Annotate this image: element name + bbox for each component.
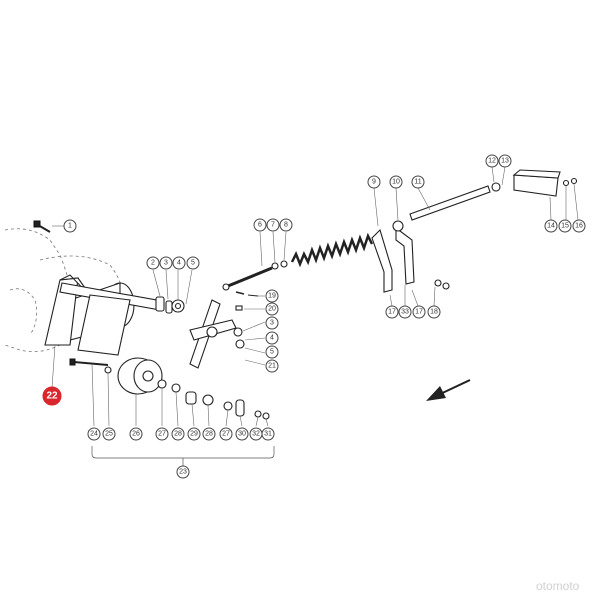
svg-text:6: 6 — [258, 222, 262, 229]
svg-text:23: 23 — [179, 469, 187, 476]
svg-text:21: 21 — [268, 363, 276, 370]
mounting-bracket — [371, 220, 419, 307]
svg-text:29: 29 — [190, 431, 198, 438]
watermark-text: otomoto — [536, 579, 580, 593]
callout-4b: 4 — [265, 331, 279, 345]
svg-text:30: 30 — [238, 431, 246, 438]
callout-4: 4 — [172, 256, 186, 270]
callout-13: 13 — [498, 154, 512, 168]
svg-text:5: 5 — [270, 349, 274, 356]
svg-text:16: 16 — [575, 223, 583, 230]
callout-28: 28 — [171, 427, 185, 441]
svg-text:27: 27 — [222, 431, 230, 438]
callout-16: 16 — [572, 219, 586, 233]
callout-20: 20 — [265, 302, 279, 316]
callout-32: 32 — [249, 427, 263, 441]
callout-28b: 28 — [202, 427, 216, 441]
svg-text:24: 24 — [90, 431, 98, 438]
svg-text:28: 28 — [205, 431, 213, 438]
callout-10: 10 — [389, 175, 403, 189]
lever-arm — [189, 299, 266, 369]
svg-text:5: 5 — [191, 260, 195, 267]
callout-12: 12 — [485, 154, 499, 168]
svg-text:32: 32 — [252, 431, 260, 438]
callout-29: 29 — [187, 427, 201, 441]
svg-text:4: 4 — [177, 260, 181, 267]
callout-17: 17 — [385, 305, 399, 319]
callout-3: 3 — [159, 256, 173, 270]
callout-7: 7 — [266, 218, 280, 232]
small-fasteners — [235, 279, 450, 311]
callout-label: 1 — [68, 223, 72, 230]
callout-22-highlighted: 22 — [42, 386, 62, 406]
svg-text:15: 15 — [561, 223, 569, 230]
callout-19: 19 — [265, 289, 279, 303]
svg-text:25: 25 — [105, 431, 113, 438]
svg-text:17: 17 — [388, 309, 396, 316]
callout-27: 27 — [155, 427, 169, 441]
bushing-group — [152, 269, 193, 314]
svg-text:9: 9 — [372, 179, 376, 186]
callout-33: 33 — [398, 305, 412, 319]
svg-text:12: 12 — [488, 158, 496, 165]
group-bracket — [91, 446, 275, 459]
callout-24: 24 — [87, 427, 101, 441]
callout-6: 6 — [253, 218, 267, 232]
spring-part — [290, 187, 379, 268]
svg-text:28: 28 — [174, 431, 182, 438]
bolt-part — [33, 220, 64, 233]
svg-text:3: 3 — [270, 320, 274, 327]
svg-text:27: 27 — [158, 431, 166, 438]
svg-text:22: 22 — [46, 391, 58, 402]
callout-1: 1 — [63, 219, 77, 233]
callout-9: 9 — [367, 175, 381, 189]
callout-8: 8 — [279, 218, 293, 232]
callout-30: 30 — [235, 427, 249, 441]
svg-text:2: 2 — [151, 260, 155, 267]
tension-arm — [59, 282, 163, 356]
svg-text:4: 4 — [270, 335, 274, 342]
callout-17b: 17 — [412, 305, 426, 319]
tension-rod — [222, 231, 288, 291]
callout-11: 11 — [411, 175, 425, 189]
callout-15: 15 — [558, 219, 572, 233]
svg-text:31: 31 — [264, 431, 272, 438]
callout-25: 25 — [102, 427, 116, 441]
callout-2: 2 — [146, 256, 160, 270]
svg-text:17: 17 — [415, 309, 423, 316]
svg-text:8: 8 — [284, 222, 288, 229]
shaft-part — [395, 166, 506, 221]
callout-31: 31 — [261, 427, 275, 441]
mounting-plate — [512, 169, 579, 221]
callout-14: 14 — [544, 219, 558, 233]
callout-26: 26 — [129, 427, 143, 441]
svg-text:11: 11 — [414, 179, 421, 186]
callout-3b: 3 — [265, 316, 279, 330]
svg-text:7: 7 — [271, 222, 275, 229]
idler-pulley-assembly — [69, 357, 270, 427]
callout-18: 18 — [427, 305, 441, 319]
callout-5b: 5 — [265, 345, 279, 359]
direction-arrow-icon — [426, 379, 471, 401]
svg-text:20: 20 — [268, 306, 276, 313]
callout-23: 23 — [176, 465, 190, 479]
svg-text:26: 26 — [132, 431, 140, 438]
callout-5: 5 — [186, 256, 200, 270]
svg-text:3: 3 — [164, 260, 168, 267]
svg-text:33: 33 — [401, 309, 409, 316]
svg-text:19: 19 — [268, 293, 276, 300]
callout-21: 21 — [265, 359, 279, 373]
svg-text:10: 10 — [392, 179, 400, 186]
svg-text:18: 18 — [430, 309, 438, 316]
svg-text:14: 14 — [547, 223, 555, 230]
svg-text:13: 13 — [501, 158, 509, 165]
callout-27b: 27 — [219, 427, 233, 441]
